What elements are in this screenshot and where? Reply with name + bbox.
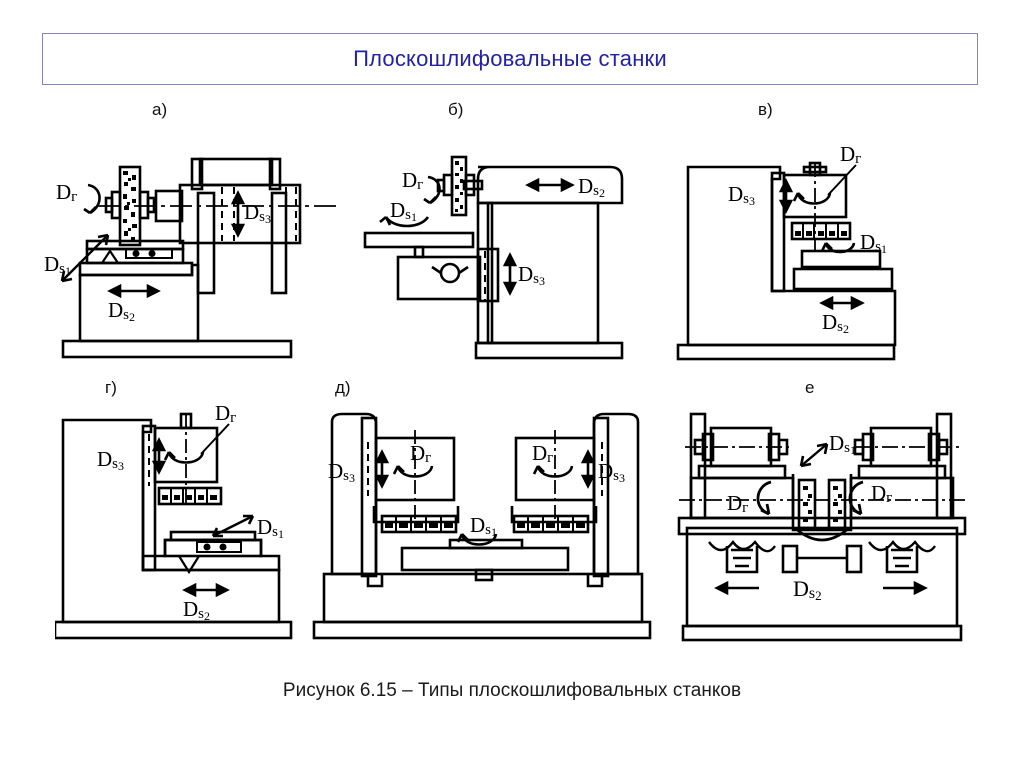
- panel-label-e: е: [805, 378, 815, 397]
- label-ds3-d-right: Ds3: [598, 459, 625, 485]
- rotation-arrow-right: [532, 465, 574, 478]
- rotation-arrow-main: [792, 192, 832, 205]
- rotation-arrow-main: [163, 451, 205, 464]
- label-dg-a: Dг: [56, 180, 77, 205]
- feed-arrow-ds2-right: [883, 580, 928, 596]
- label-dg-b: Dг: [402, 168, 423, 193]
- page-title: Плоскошлифовальные станки: [353, 46, 667, 71]
- feed-arrow-ds1: [211, 514, 255, 538]
- figure-panel-v: Dг Ds3 Ds1 Ds2: [670, 145, 970, 375]
- label-ds3-g: Ds3: [97, 447, 124, 473]
- feed-arrow-ds2-left: [714, 580, 759, 596]
- rotation-arrow-ds1: [456, 533, 498, 546]
- label-ds1-g: Ds1: [257, 515, 284, 541]
- label-ds3-v: Ds3: [728, 182, 755, 208]
- feed-arrow-ds2: [525, 177, 575, 193]
- feed-arrow-ds3: [151, 437, 167, 475]
- label-dg-e-left: Dг: [727, 491, 748, 516]
- feed-arrow-ds3: [230, 190, 246, 238]
- feed-arrow-ds2: [182, 582, 230, 598]
- rotation-arrow-right: [848, 480, 864, 516]
- label-ds2-g: Ds2: [183, 597, 210, 623]
- panel-label-d: д): [335, 378, 351, 397]
- label-dg-d-right: Dг: [532, 441, 553, 466]
- feed-arrow-ds1: [60, 233, 110, 283]
- figure-panel-g: Dг Ds3 Ds1 Ds2: [55, 400, 315, 650]
- feed-arrow-ds3: [502, 252, 518, 296]
- title-banner: Плоскошлифовальные станки: [42, 33, 978, 85]
- label-ds1-e: Ds1: [829, 431, 856, 457]
- feed-arrow-ds3-left: [374, 449, 390, 489]
- panel-label-g: г): [105, 378, 117, 397]
- panel-label-v: в): [758, 100, 773, 119]
- grinding-wheel-texture: [803, 486, 842, 522]
- label-ds2-v: Ds2: [822, 310, 849, 336]
- label-ds1-a: Ds1: [44, 252, 71, 278]
- label-ds2-a: Ds2: [108, 298, 135, 324]
- rotation-arrow-ds1: [820, 242, 856, 254]
- grinding-wheel-texture: [123, 171, 137, 241]
- grinding-wheel-texture: [455, 161, 463, 212]
- label-ds3-b: Ds3: [518, 262, 545, 288]
- feed-arrow-ds1: [799, 442, 829, 468]
- rotation-arrow-ds1: [379, 216, 430, 228]
- label-ds3-a: Ds3: [244, 200, 271, 226]
- rotation-arrow-main: [423, 175, 441, 205]
- label-ds1-v: Ds1: [860, 230, 887, 256]
- label-dg-e-right: Dг: [871, 481, 892, 506]
- label-ds2-b: Ds2: [578, 174, 605, 200]
- feed-arrow-ds3-right: [580, 449, 596, 489]
- figure-caption: Рисунок 6.15 – Типы плоскошлифовальных с…: [282, 680, 742, 701]
- label-ds3-d-left: Ds3: [328, 459, 355, 485]
- panel-label-a: а): [152, 100, 168, 119]
- rotation-arrow-main: [83, 183, 101, 215]
- label-dg-v: Dг: [840, 145, 861, 167]
- label-ds1-b: Ds1: [390, 198, 417, 224]
- label-ds2-e: Ds2: [793, 576, 822, 603]
- label-dg-g: Dг: [215, 401, 236, 426]
- figure-panel-b: Dг Ds1 Ds2 Ds3: [360, 145, 660, 375]
- panel-label-b: б): [448, 100, 464, 119]
- label-dg-d-left: Dг: [410, 441, 431, 466]
- figure-panel-a: Dг Ds1 Ds2 Ds3: [40, 145, 340, 375]
- figure-panel-d: Dг Dг Ds3 Ds3 Ds1: [310, 400, 660, 650]
- feed-arrow-ds2: [107, 283, 161, 299]
- rotation-arrow-left: [392, 465, 434, 478]
- rotation-arrow-left: [756, 480, 772, 516]
- figure-panel-e: Dг Dг Ds1 Ds2: [675, 400, 975, 650]
- label-ds1-d: Ds1: [470, 513, 497, 539]
- feed-arrow-ds2: [819, 295, 865, 311]
- feed-arrow-ds3: [778, 178, 794, 214]
